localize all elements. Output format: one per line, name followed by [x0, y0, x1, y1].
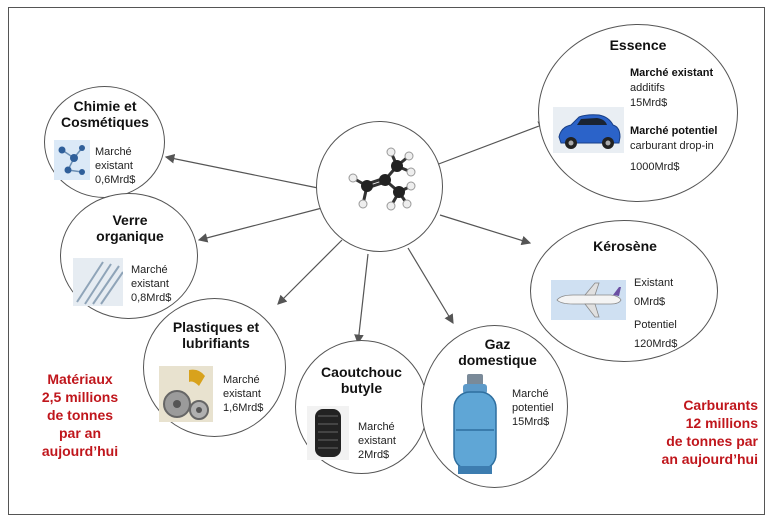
- kerosene-text-3: Potentiel: [634, 319, 677, 331]
- caoutchouc-text-1: Marché: [358, 421, 395, 433]
- caoutchouc-title-line1: Caoutchouc: [321, 364, 402, 380]
- essence-existant-line2: 15Mrd$: [630, 97, 668, 109]
- kerosene-text-2: 0Mrd$: [634, 296, 666, 308]
- caoutchouc-text-2: existant: [358, 435, 396, 447]
- caoutchouc-title-line2: butyle: [340, 380, 383, 396]
- caoutchouc-text-3: 2Mrd$: [358, 449, 390, 461]
- chimie-text-1: Marché: [95, 146, 132, 158]
- verre-title: Verre organique: [80, 212, 180, 244]
- carburants-caption: Carburants 12 millions de tonnes par an …: [610, 396, 758, 468]
- plastiques-title-line1: Plastiques et: [172, 319, 260, 335]
- essence-potentiel-line1: carburant drop-in: [630, 140, 714, 152]
- carburants-line3: de tonnes par: [666, 433, 758, 449]
- chimie-text-2: existant: [95, 160, 133, 172]
- arrow-to-caoutchouc: [354, 253, 369, 345]
- gaz-text-3: 15Mrd$: [512, 416, 550, 428]
- verre-text-1: Marché: [131, 264, 168, 276]
- essence-title: Essence: [609, 37, 667, 53]
- chimie-title-line1: Chimie et: [73, 98, 137, 114]
- essence-existant-label: Marché existant: [630, 67, 714, 79]
- arrow-to-gaz: [407, 247, 454, 325]
- kerosene-title: Kérosène: [593, 238, 657, 254]
- materiaux-line5: aujourd’hui: [41, 443, 119, 459]
- chimie-text-3: 0,6Mrd$: [95, 174, 136, 186]
- arrow-to-verre: [197, 207, 323, 243]
- materiaux-caption: Matériaux 2,5 millions de tonnes par an …: [25, 370, 135, 460]
- kerosene-text-4: 120Mrd$: [634, 338, 678, 350]
- arrow-to-essence: [435, 121, 549, 166]
- verre-title-line1: Verre: [112, 212, 148, 228]
- kerosene-text-1: Existant: [634, 277, 674, 289]
- airplane-icon: [551, 280, 626, 320]
- materiaux-line1: Matériaux: [47, 371, 113, 387]
- glass-sheets-icon: [73, 258, 123, 306]
- verre-text-2: existant: [131, 278, 169, 290]
- tire-icon: [307, 406, 349, 460]
- materiaux-line3: de tonnes: [46, 407, 114, 423]
- carburants-line1: Carburants: [683, 397, 758, 413]
- materiaux-line2: 2,5 millions: [41, 389, 119, 405]
- gaz-title-line2: domestique: [458, 352, 537, 368]
- carburants-line2: 12 millions: [685, 415, 758, 431]
- gaz-text-1: Marché: [512, 388, 549, 400]
- gaz-text-2: potentiel: [512, 402, 554, 414]
- essence-potentiel-label: Marché potentiel: [630, 125, 718, 137]
- plastiques-title-line2: lubrifiants: [182, 335, 250, 351]
- verre-text-3: 0,8Mrd$: [131, 292, 172, 304]
- essence-existant-line1: additifs: [630, 82, 665, 94]
- chimie-title: Chimie et Cosmétiques: [54, 98, 156, 130]
- plastiques-text-2: existant: [223, 388, 261, 400]
- gaz-title: Gaz domestique: [440, 336, 555, 368]
- molecule-icon: [348, 147, 416, 211]
- arrow-to-chimie: [164, 153, 319, 189]
- caoutchouc-title: Caoutchouc butyle: [305, 364, 418, 396]
- carburants-line4: an aujourd’hui: [661, 451, 758, 467]
- plastiques-text-3: 1,6Mrd$: [223, 402, 264, 414]
- verre-title-line2: organique: [96, 228, 164, 244]
- plastiques-text-1: Marché: [223, 374, 260, 386]
- center-circle: [316, 121, 443, 252]
- gaz-title-line1: Gaz: [484, 336, 511, 352]
- arrow-to-kerosene: [439, 214, 532, 246]
- arrow-to-plastiques: [277, 239, 343, 305]
- plastiques-title: Plastiques et lubrifiants: [163, 319, 269, 351]
- molecule-network-icon: [54, 140, 90, 180]
- materiaux-line4: par an: [58, 425, 101, 441]
- gas-bottle-icon: [453, 374, 497, 474]
- chimie-title-line2: Cosmétiques: [61, 114, 149, 130]
- car-icon: [553, 107, 624, 153]
- essence-potentiel-line2: 1000Mrd$: [630, 161, 680, 173]
- gears-oil-icon: [159, 366, 213, 422]
